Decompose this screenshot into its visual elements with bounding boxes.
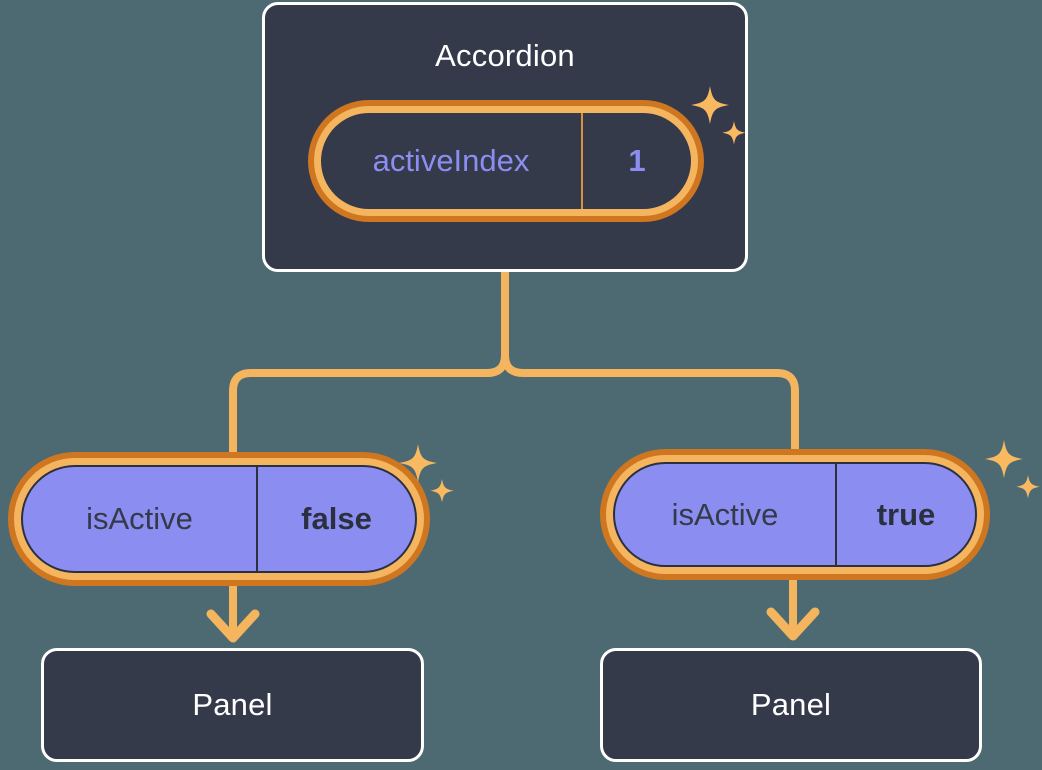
tree-branch-connector [229,268,509,456]
pill-body: activeIndex 1 [321,113,691,209]
state-pill-active-index[interactable]: activeIndex 1 [308,100,704,222]
tree-branch-connector-right [501,351,799,453]
pill-body: isActive true [613,462,977,567]
pill-ring: isActive false [14,458,424,580]
component-box-panel-right[interactable]: Panel [600,648,982,762]
pill-body: isActive false [21,465,417,573]
arrow-down-icon-right [766,607,820,641]
sparkle-star-large [985,440,1023,478]
component-box-panel-left[interactable]: Panel [41,648,424,762]
state-pill-is-active-left[interactable]: isActive false [8,452,430,586]
state-key-label: isActive [615,464,837,565]
sparkle-star-small [1016,475,1040,499]
state-value-label: 1 [628,143,646,178]
state-key-label: activeIndex [321,113,583,209]
component-title-accordion: Accordion [435,38,575,73]
state-value-label: true [876,496,936,532]
pill-ring: activeIndex 1 [314,106,698,216]
component-title-panel-left: Panel [192,687,273,722]
state-key-label: isActive [23,467,258,571]
component-title-panel-right: Panel [750,687,832,722]
state-value-label: false [301,501,372,536]
sparkle-star-small [430,479,454,503]
arrow-down-icon-left [206,609,260,643]
state-pill-is-active-right[interactable]: isActive true [600,449,990,580]
pill-ring: isActive true [606,455,984,574]
